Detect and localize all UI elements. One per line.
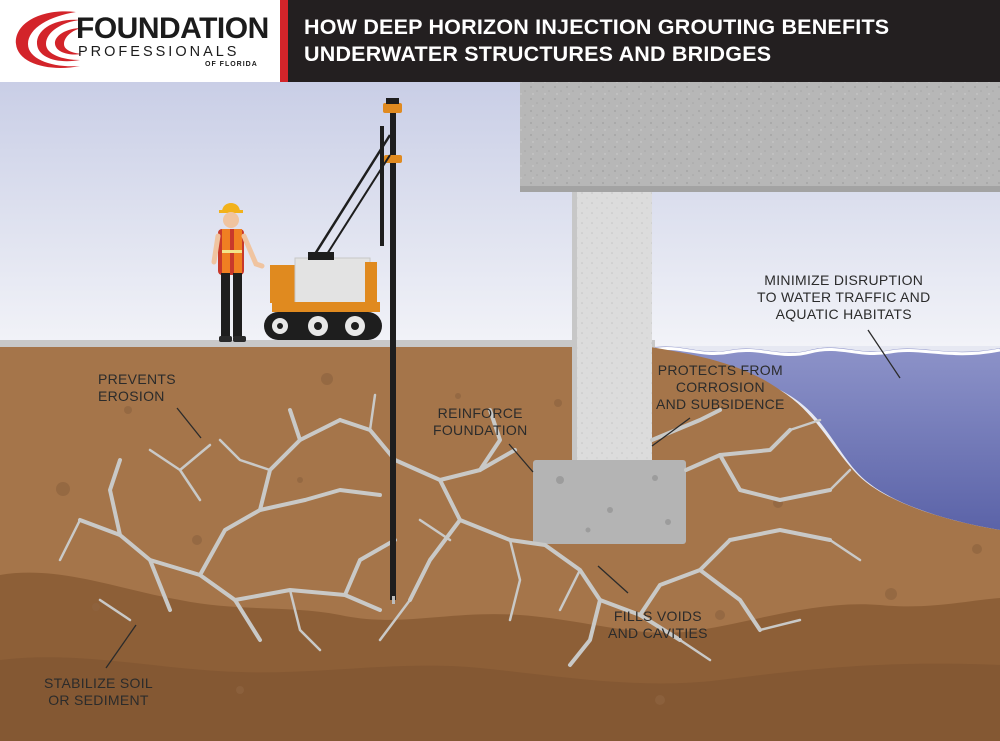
title-line-1: HOW DEEP HORIZON INJECTION GROUTING BENE… — [304, 15, 890, 39]
title-line-2: UNDERWATER STRUCTURES AND BRIDGES — [304, 42, 772, 66]
page-title: HOW DEEP HORIZON INJECTION GROUTING BENE… — [304, 14, 994, 68]
label-reinforce-foundation: REINFORCE FOUNDATION — [433, 405, 528, 438]
leader-lines — [105, 329, 901, 669]
scene-illustration — [0, 82, 1000, 741]
logo: FOUNDATION PROFESSIONALS OF FLORIDA — [0, 0, 280, 82]
accent-bar — [280, 0, 288, 82]
label-stabilize-soil: STABILIZE SOIL OR SEDIMENT — [44, 675, 153, 708]
worker-figure — [211, 203, 265, 342]
ground-surface — [0, 340, 655, 348]
drill-rig — [264, 98, 402, 604]
label-minimize-disruption: MINIMIZE DISRUPTION TO WATER TRAFFIC AND… — [757, 272, 931, 322]
water — [650, 346, 1000, 530]
label-prevents-erosion: PREVENTS EROSION — [98, 371, 176, 404]
grout-cracks — [58, 393, 862, 667]
bridge-deck — [520, 82, 1000, 192]
label-fills-voids: FILLS VOIDS AND CAVITIES — [608, 608, 708, 641]
logo-florida-text: OF FLORIDA — [205, 61, 258, 68]
bridge-pillar — [572, 192, 652, 460]
logo-professionals-text: PROFESSIONALS — [78, 44, 240, 60]
logo-swoosh-icon — [15, 11, 82, 68]
header-bar: FOUNDATION PROFESSIONALS OF FLORIDA HOW … — [0, 0, 1000, 82]
pile-cap — [533, 460, 686, 544]
logo-foundation-text: FOUNDATION — [76, 12, 269, 45]
label-protects-corrosion: PROTECTS FROM CORROSION AND SUBSIDENCE — [656, 362, 785, 412]
